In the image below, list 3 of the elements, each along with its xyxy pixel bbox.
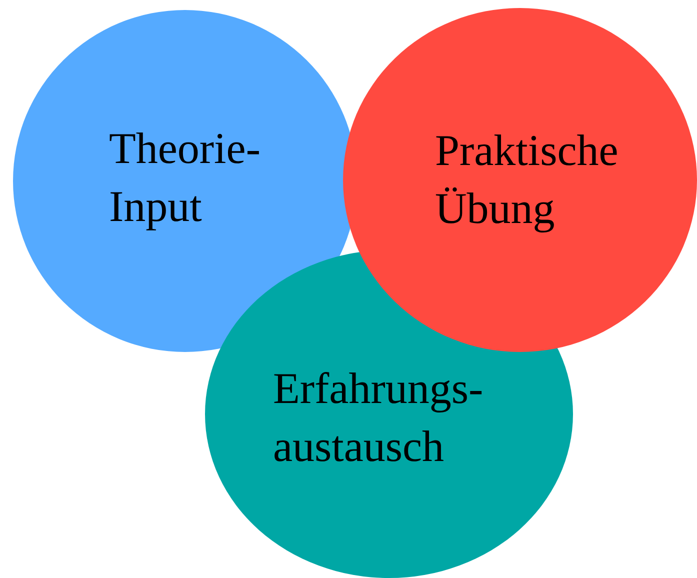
circle-label: Theorie- Input	[109, 123, 262, 233]
circle-label: Praktische Übung	[435, 125, 620, 235]
circle-label: Erfahrungs- austausch	[273, 363, 484, 473]
